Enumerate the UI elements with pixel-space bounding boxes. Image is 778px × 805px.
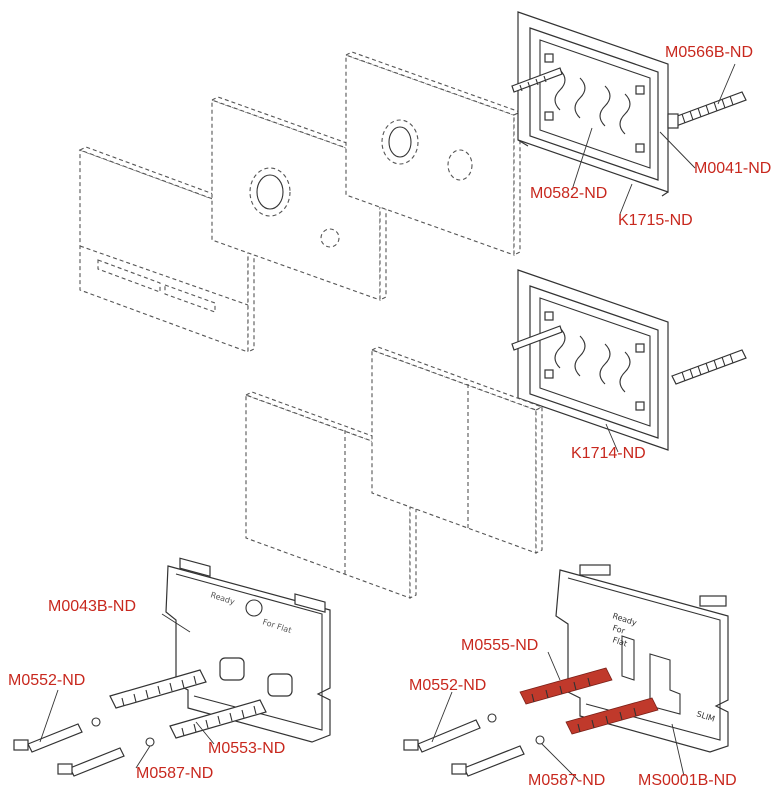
cover-plate-button-bar [78,146,256,353]
rail-m0553-lower [169,699,267,739]
screw-m0566b [667,91,747,129]
label-m0555: M0555-ND [461,637,539,654]
label-m0041: M0041-ND [694,160,772,177]
anchor-m0552-left [13,717,155,777]
label-m0582: M0582-ND [530,185,608,202]
label-m0043b: M0043B-ND [48,598,137,615]
label-m0553: M0553-ND [208,740,286,757]
rail-m0553-upper [109,669,207,709]
frame-text-for-right: For [611,623,626,636]
label-m0587-left: M0587-ND [136,765,214,782]
label-k1714: K1714-ND [571,445,646,462]
mounting-frame-m0043b: Ready For Flat [165,557,331,743]
mounting-frame-ms0001b: Ready For Flat SLIM [555,564,729,753]
label-m0587-right: M0587-ND [528,772,606,789]
label-k1715: K1715-ND [618,212,693,229]
spring-bar-left [511,67,563,93]
label-m0566b: M0566B-ND [665,44,754,61]
screw-k1714 [511,325,747,385]
anchor-m0552-right [403,713,545,777]
leader-lines [39,63,736,781]
frame-k1715 [517,11,669,197]
label-m0552-right: M0552-ND [409,677,487,694]
rail-m0555-upper [519,667,613,705]
cover-plate-dual-flat-right [370,346,544,554]
label-ms0001b: MS0001B-ND [638,772,737,789]
frame-text-flat-right: Flat [611,635,628,648]
label-m0552-left: M0552-ND [8,672,86,689]
frame-k1714 [517,269,669,451]
rail-m0555-lower [565,697,659,735]
cover-plate-dual-round [344,51,522,256]
